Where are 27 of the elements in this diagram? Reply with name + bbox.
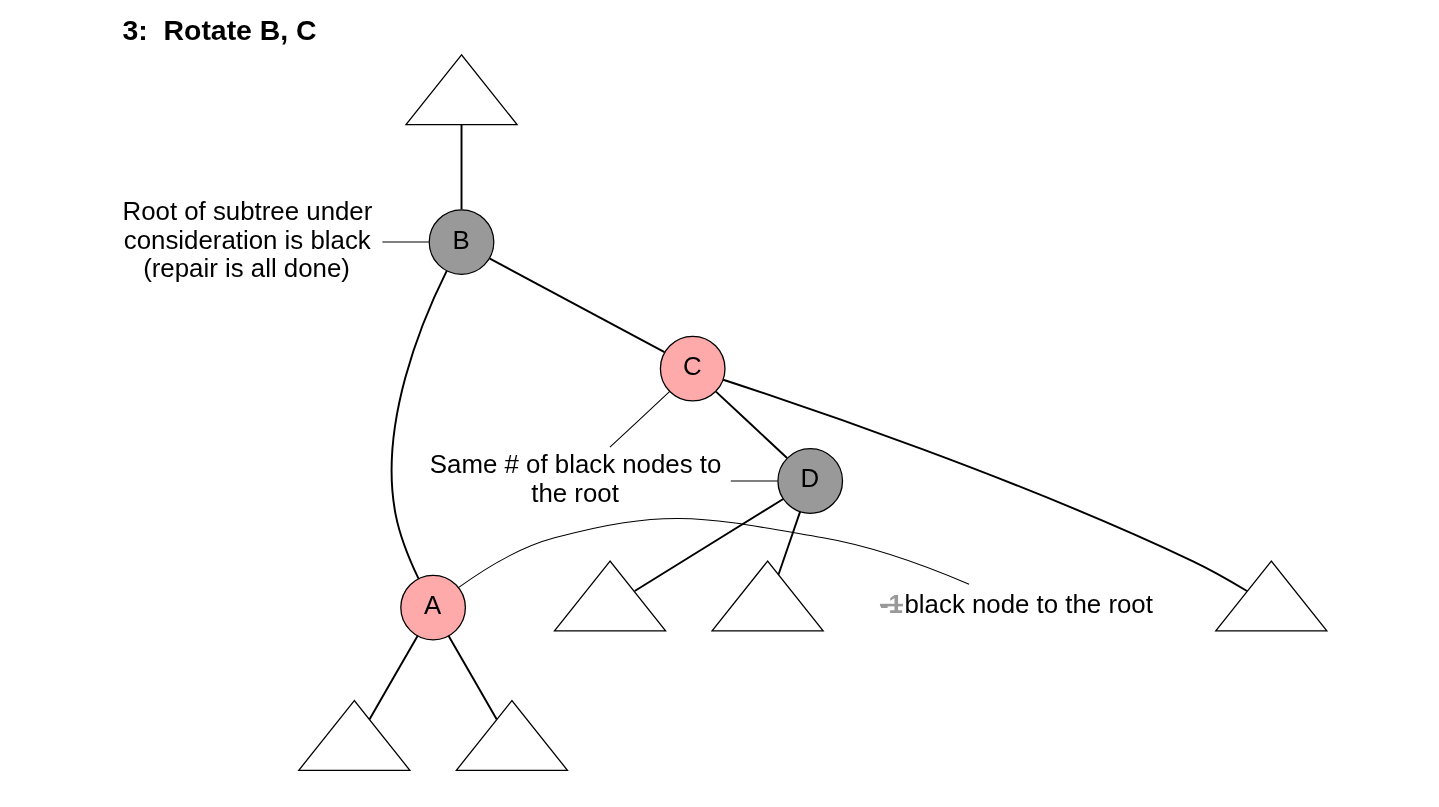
connector [633, 498, 785, 592]
connector [777, 510, 802, 576]
diagram-title: 3: Rotate B, C [122, 14, 317, 47]
node-text: Same # of black nodes to the root [429, 450, 722, 507]
connector [730, 480, 778, 482]
connector [609, 391, 670, 448]
connector [368, 634, 419, 721]
connector [488, 257, 666, 354]
connector [714, 390, 789, 460]
node-triangle [455, 699, 569, 771]
node-circle: A [400, 574, 467, 641]
node-triangle [297, 699, 412, 771]
node-triangle [1214, 560, 1329, 632]
node-triangle [553, 560, 667, 632]
node-triangle [710, 560, 825, 632]
connector [447, 634, 498, 721]
connector [458, 518, 970, 588]
node-triangle [404, 53, 519, 126]
node-circle: D [777, 448, 844, 514]
connector [390, 269, 448, 580]
connector [381, 241, 430, 243]
connector [722, 378, 1248, 592]
connector [460, 123, 463, 211]
node-circle: C [659, 335, 726, 402]
node-circle: B [428, 209, 495, 275]
node-text: -1black node to the root [879, 589, 1153, 618]
node-text: Root of subtree under consideration is black (repair is all done) [122, 197, 373, 282]
